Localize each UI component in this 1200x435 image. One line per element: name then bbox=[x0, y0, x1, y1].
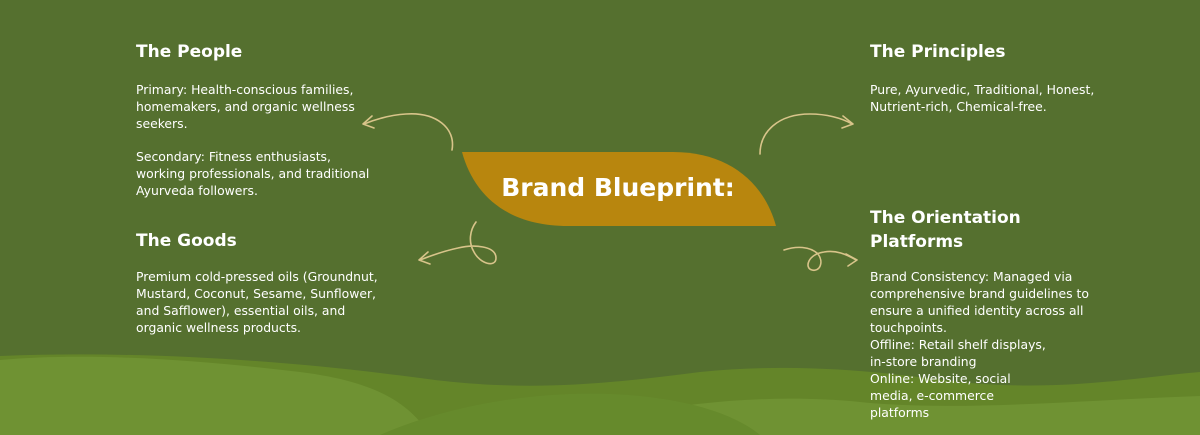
people-primary: Primary: Health-conscious families, home… bbox=[136, 81, 381, 132]
arrow-to-principles-icon bbox=[759, 113, 854, 155]
orientation-online-text: Website, social media, e-commerce platfo… bbox=[870, 371, 1011, 420]
orientation-consistency-label: Brand Consistency: bbox=[870, 269, 990, 284]
people-secondary: Secondary: Fitness enthusiasts, working … bbox=[136, 148, 381, 199]
center-leaf-shape bbox=[462, 152, 776, 226]
principles-section: The Principles Pure, Ayurvedic, Traditio… bbox=[870, 40, 1115, 115]
orientation-heading: The Orientation Platforms bbox=[870, 208, 1021, 252]
people-secondary-label: Secondary: bbox=[136, 149, 205, 164]
people-primary-text: Health-conscious families, homemakers, a… bbox=[136, 82, 355, 131]
goods-section: The Goods Premium cold-pressed oils (Gro… bbox=[136, 229, 381, 336]
orientation-offline-text: Retail shelf displays, in-store branding bbox=[870, 337, 1046, 369]
principles-text: Pure, Ayurvedic, Traditional, Honest, Nu… bbox=[870, 82, 1095, 114]
goods-text: Premium cold-pressed oils (Groundnut, Mu… bbox=[136, 269, 378, 335]
goods-heading: The Goods bbox=[136, 231, 237, 251]
orientation-online-label: Online: bbox=[870, 371, 915, 386]
people-secondary-text: Fitness enthusiasts, working professiona… bbox=[136, 149, 370, 198]
orientation-online: Online: Website, social media, e-commerc… bbox=[870, 370, 1050, 421]
principles-heading: The Principles bbox=[870, 42, 1006, 62]
orientation-offline: Offline: Retail shelf displays, in-store… bbox=[870, 336, 1060, 370]
hill-middle bbox=[380, 393, 760, 435]
arrow-to-orientation-icon bbox=[783, 246, 858, 272]
hill-front-left bbox=[0, 356, 430, 435]
people-heading: The People bbox=[136, 42, 243, 62]
people-primary-label: Primary: bbox=[136, 82, 188, 97]
orientation-consistency: Brand Consistency: Managed via comprehen… bbox=[870, 268, 1130, 336]
people-section: The People Primary: Health-conscious fam… bbox=[136, 40, 381, 199]
arrow-to-goods-icon bbox=[418, 221, 497, 265]
orientation-section: The Orientation Platforms Brand Consiste… bbox=[870, 206, 1130, 421]
orientation-offline-label: Offline: bbox=[870, 337, 915, 352]
arrow-to-people-icon bbox=[362, 113, 454, 151]
orientation-consistency-text: Managed via comprehensive brand guidelin… bbox=[870, 269, 1089, 335]
center-title: Brand Blueprint: bbox=[501, 173, 735, 202]
